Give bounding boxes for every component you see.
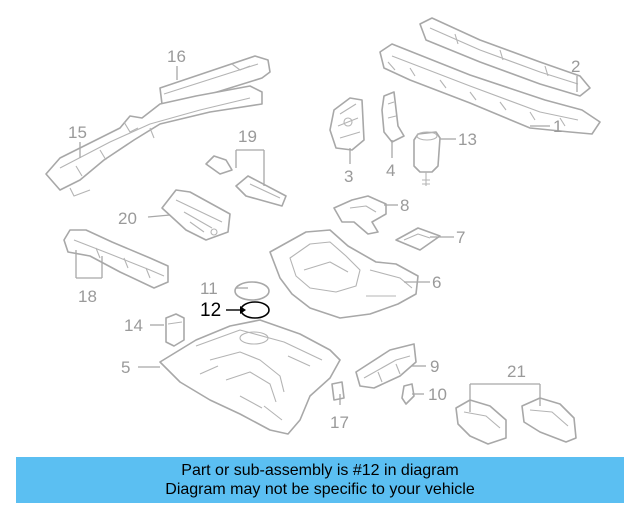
callout-5: 5	[121, 358, 130, 377]
callout-9: 9	[430, 357, 439, 376]
callout-20: 20	[118, 209, 137, 228]
callout-21: 21	[507, 362, 526, 381]
banner-line-1: Part or sub-assembly is #12 in diagram	[181, 462, 459, 479]
callout-18: 18	[78, 287, 97, 306]
part-6-tire-well	[269, 229, 419, 319]
callout-12[interactable]: 12	[200, 300, 221, 321]
part-14-bracket	[165, 313, 185, 347]
callout-8: 8	[400, 196, 409, 215]
part-19-brackets	[205, 155, 287, 207]
callout-4: 4	[386, 161, 395, 180]
callout-16: 16	[167, 47, 186, 66]
callout-labels: 16 15 19 20 18 2 1 3 4 13 8 7 6 11 12 14…	[68, 47, 580, 432]
part-7-plate	[395, 227, 441, 251]
callout-11: 11	[200, 279, 218, 298]
callout-7: 7	[456, 228, 465, 247]
callout-17: 17	[330, 413, 349, 432]
part-1-rear-crossmember	[379, 43, 601, 135]
callout-19: 19	[238, 127, 257, 146]
info-banner: Part or sub-assembly is #12 in diagram D…	[16, 457, 624, 503]
part-4-bracket	[381, 91, 405, 143]
banner-line-2: Diagram may not be specific to your vehi…	[165, 481, 475, 498]
part-9-member	[355, 343, 417, 389]
part-8-plate	[333, 195, 387, 235]
callout-3: 3	[344, 167, 353, 186]
part-13-tube	[413, 131, 441, 186]
part-18-side-member	[63, 229, 169, 289]
callout-15: 15	[68, 123, 87, 142]
part-5-floor-pan	[159, 319, 341, 435]
part-2-reinforcement	[419, 17, 591, 97]
leader-lines	[75, 66, 578, 412]
part-17-clip	[331, 381, 345, 401]
callout-14: 14	[124, 316, 143, 335]
callout-10: 10	[428, 385, 447, 404]
part-11-plug	[234, 281, 270, 301]
part-21-extensions	[455, 397, 577, 445]
part-20-bracket	[161, 189, 231, 241]
part-10-clip	[401, 383, 415, 405]
callout-13: 13	[458, 130, 477, 149]
callout-1: 1	[553, 117, 562, 136]
part-15-side-rail	[45, 85, 263, 197]
callout-6: 6	[432, 273, 441, 292]
callout-2: 2	[571, 57, 580, 76]
part-3-bracket	[329, 97, 365, 151]
